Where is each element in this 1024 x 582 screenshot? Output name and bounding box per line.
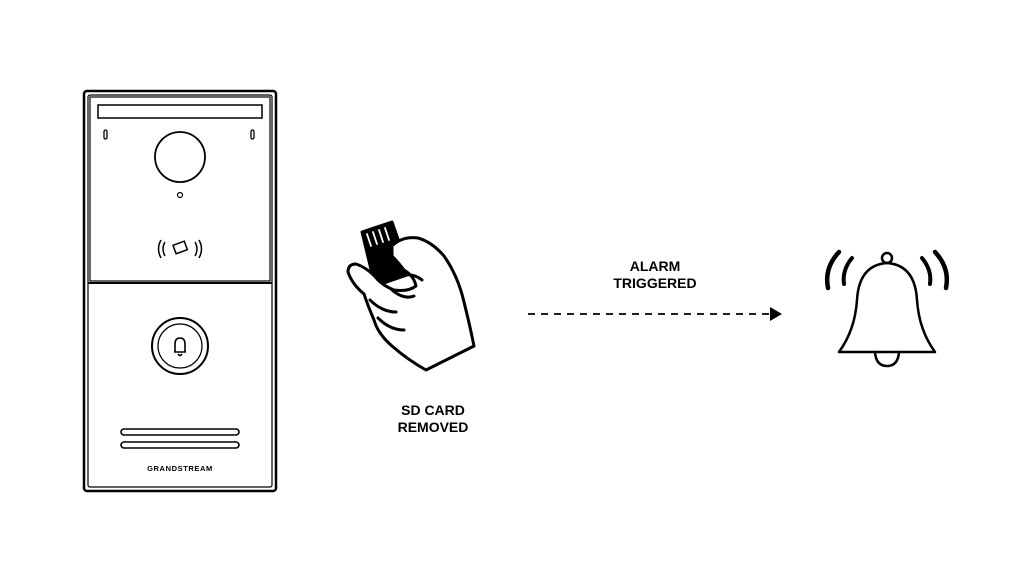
alarm-label-line2: TRIGGERED (613, 275, 697, 291)
sd-card-removed-label: SD CARD REMOVED (372, 402, 494, 436)
camera-sensor (176, 191, 184, 199)
brand-logo: GRANDSTREAM (147, 464, 213, 473)
rfid-icon (157, 239, 203, 259)
speaker-slot-1 (120, 428, 240, 436)
dashed-arrow (528, 307, 782, 321)
alarm-triggered-label: ALARM TRIGGERED (590, 258, 720, 292)
alarm-label-line1: ALARM (629, 258, 681, 274)
alarm-bell-icon (824, 249, 950, 368)
door-intercom-device (82, 89, 278, 493)
hand-holding-sd-card-icon (346, 220, 476, 372)
sd-label-line1: SD CARD (401, 402, 465, 418)
speaker-slot-2 (120, 441, 240, 449)
hand (346, 236, 476, 372)
camera-lens (154, 131, 206, 183)
bell-small-icon (174, 337, 186, 357)
sd-label-line2: REMOVED (397, 419, 469, 435)
doorbell-button[interactable] (151, 317, 209, 375)
